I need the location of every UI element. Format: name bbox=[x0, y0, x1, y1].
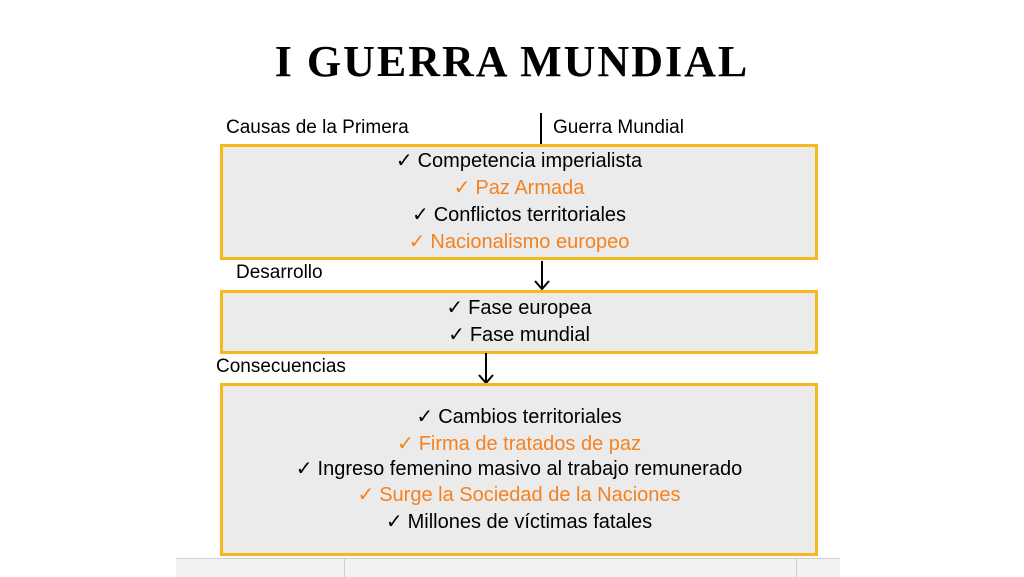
causas-item: ✓Competencia imperialista bbox=[396, 148, 642, 175]
check-icon: ✓ bbox=[396, 432, 414, 455]
diagram-figure: Causas de la Primera Guerra Mundial ✓Com… bbox=[176, 104, 840, 577]
slide-title: I GUERRA MUNDIAL bbox=[274, 37, 750, 86]
consecuencias-box: ✓Cambios territoriales ✓Firma de tratado… bbox=[220, 383, 818, 556]
consecuencias-label: Consecuencias bbox=[216, 356, 346, 377]
check-icon: ✓ bbox=[395, 150, 413, 172]
consecuencias-item: ✓Surge la Sociedad de la Naciones bbox=[357, 482, 680, 509]
causas-item: ✓Conflictos territoriales bbox=[412, 202, 626, 229]
causas-divider-line bbox=[540, 113, 542, 145]
causas-label-left: Causas de la Primera bbox=[226, 117, 409, 138]
check-icon: ✓ bbox=[416, 405, 434, 428]
desarrollo-item: ✓Fase europea bbox=[446, 295, 591, 322]
check-icon: ✓ bbox=[295, 457, 313, 480]
desarrollo-item: ✓Fase mundial bbox=[448, 322, 590, 349]
check-icon: ✓ bbox=[385, 510, 403, 533]
down-arrow-icon bbox=[534, 261, 550, 291]
strip-divider bbox=[344, 559, 345, 577]
strip-divider bbox=[796, 559, 797, 577]
check-icon: ✓ bbox=[411, 204, 429, 226]
check-icon: ✓ bbox=[408, 231, 426, 253]
desarrollo-label: Desarrollo bbox=[236, 262, 323, 283]
consecuencias-item: ✓Cambios territoriales bbox=[416, 404, 621, 431]
down-arrow-icon bbox=[478, 353, 494, 385]
check-icon: ✓ bbox=[446, 297, 464, 319]
causas-label-right: Guerra Mundial bbox=[553, 117, 684, 138]
cropped-status-strip bbox=[176, 558, 840, 577]
consecuencias-item: ✓Millones de víctimas fatales bbox=[386, 509, 652, 536]
causas-item: ✓Nacionalismo europeo bbox=[409, 229, 630, 256]
check-icon: ✓ bbox=[453, 177, 471, 199]
desarrollo-box: ✓Fase europea ✓Fase mundial bbox=[220, 290, 818, 354]
causas-item: ✓Paz Armada bbox=[454, 175, 585, 202]
check-icon: ✓ bbox=[448, 324, 465, 346]
check-icon: ✓ bbox=[357, 483, 375, 506]
consecuencias-item: ✓Ingreso femenino masivo al trabajo remu… bbox=[295, 457, 743, 480]
consecuencias-item: ✓Firma de tratados de paz bbox=[397, 431, 641, 458]
causas-box: ✓Competencia imperialista ✓Paz Armada ✓C… bbox=[220, 144, 818, 260]
